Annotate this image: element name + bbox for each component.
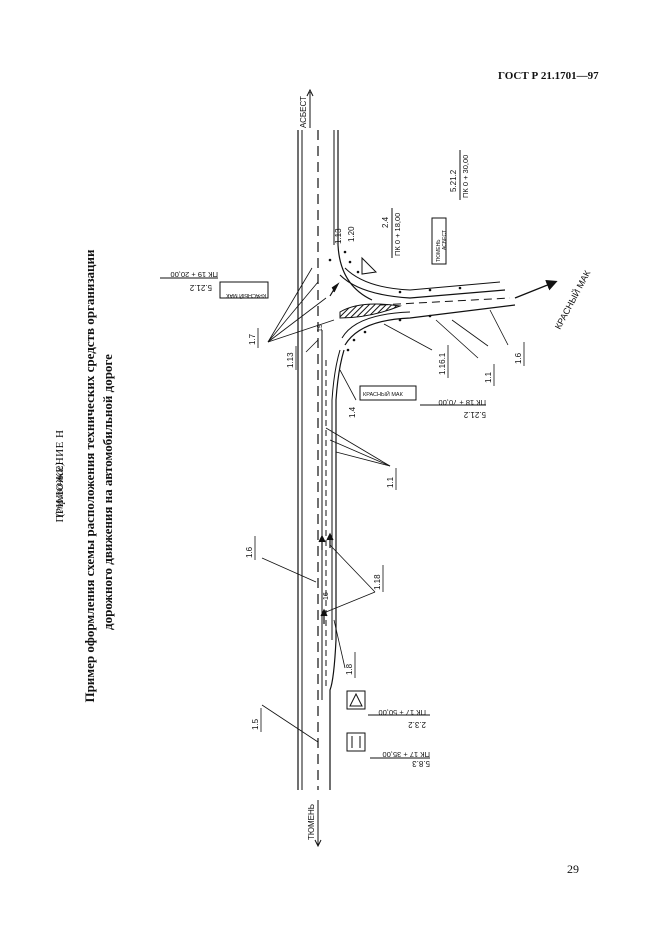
sign-plate-tyumen-asbest: ТЮМЕНЬ АСБЕСТ: [431, 217, 448, 265]
sign-caption-5-21-2-pk18: 5.21.2 ПК 18 + 70,00: [420, 398, 486, 419]
sign-caption-2-4: 2.4 ПК 0 + 18,00: [381, 208, 402, 258]
marking-dots: [328, 250, 462, 352]
svg-text:2.4: 2.4: [381, 216, 390, 228]
sign-caption-2-3-2: 2.3.2 ПК 17 + 50,00: [368, 708, 430, 729]
svg-text:5.21.2: 5.21.2: [463, 410, 486, 419]
svg-text:КРАСНЫЙ МАК: КРАСНЫЙ МАК: [363, 390, 404, 398]
svg-text:ТЮМЕНЬ: ТЮМЕНЬ: [436, 239, 442, 262]
svg-text:ПК 18 + 70,00: ПК 18 + 70,00: [438, 398, 486, 407]
label-1-6-branch: 1.6: [514, 352, 523, 364]
label-1-16-1: 1.16.1: [438, 352, 447, 375]
branch-road: [339, 267, 558, 346]
svg-text:5.21.2: 5.21.2: [449, 169, 458, 192]
document-code: ГОСТ Р 21.1701—97: [498, 70, 599, 82]
svg-text:ПК 0 + 18,00: ПК 0 + 18,00: [393, 213, 402, 256]
branch-direction-label: КРАСНЫЙ МАК: [552, 268, 593, 331]
label-1-20: 1.20: [347, 226, 356, 242]
label-1-8: 1.8: [345, 663, 354, 675]
sign-plate-krasny-mak-top: КРАСНЫЙ МАК: [219, 281, 269, 300]
south-direction-label: ТЮМЕНЬ: [307, 804, 316, 840]
sign-caption-5-21-2-pk19: 5.21.2 ПК 19 + 20,00: [160, 270, 218, 292]
marking-labels: 1.7 1.13 1.13 1.20 1.4 1.1 1.16.1 1.1 1.…: [245, 226, 523, 730]
svg-text:5.21.2: 5.21.2: [189, 283, 212, 292]
svg-text:ПК 19 + 20,00: ПК 19 + 20,00: [170, 270, 218, 279]
sign-caption-5-8-3: 5.8.3 ПК 17 + 35,00: [370, 750, 430, 768]
traffic-island: [339, 303, 402, 319]
label-1-18: 1.18: [373, 574, 382, 590]
sign-caption-5-21-2-pk0-30: 5.21.2 ПК 0 + 30,00: [449, 150, 470, 200]
label-1-6-main: 1.6: [245, 546, 254, 558]
svg-text:5.8.3: 5.8.3: [412, 759, 430, 768]
sign-plate-krasny-mak-bottom: КРАСНЫЙ МАК: [359, 385, 417, 401]
label-1-7: 1.7: [248, 333, 257, 345]
lane-arrows: [318, 282, 340, 624]
label-1-4-lower: 1.4: [348, 406, 357, 418]
yield-sign-icon: [361, 256, 378, 275]
svg-text:АСБЕСТ: АСБЕСТ: [442, 230, 448, 250]
sign-5-8-3-icon: [346, 732, 366, 752]
label-1-1-branch: 1.1: [484, 371, 493, 383]
svg-text:2.3.2: 2.3.2: [408, 720, 426, 729]
label-underlines: [254, 328, 525, 732]
svg-text:ПК 17 + 35,00: ПК 17 + 35,00: [382, 750, 430, 759]
leader-lines: [261, 267, 509, 743]
direction-labels: АСБЕСТ ТЮМЕНЬ КРАСНЫЙ МАК: [299, 88, 593, 848]
label-1-13-upper: 1.13: [334, 228, 343, 244]
label-1-13-lower: 1.13: [286, 352, 295, 368]
label-1-1-main: 1.1: [386, 476, 395, 488]
svg-text:ПК 0 + 30,00: ПК 0 + 30,00: [461, 155, 470, 198]
svg-text:ПК 17 + 50,00: ПК 17 + 50,00: [378, 708, 426, 717]
svg-text:КРАСНЫЙ МАК: КРАСНЫЙ МАК: [225, 292, 266, 300]
road-number-19: 19: [317, 324, 324, 332]
page-number: 29: [567, 862, 579, 876]
road-number-16: 16: [323, 592, 330, 600]
label-1-5: 1.5: [251, 718, 260, 730]
sign-2-3-2-icon: [346, 690, 366, 710]
main-road: [297, 130, 373, 790]
north-direction-label: АСБЕСТ: [299, 96, 308, 128]
